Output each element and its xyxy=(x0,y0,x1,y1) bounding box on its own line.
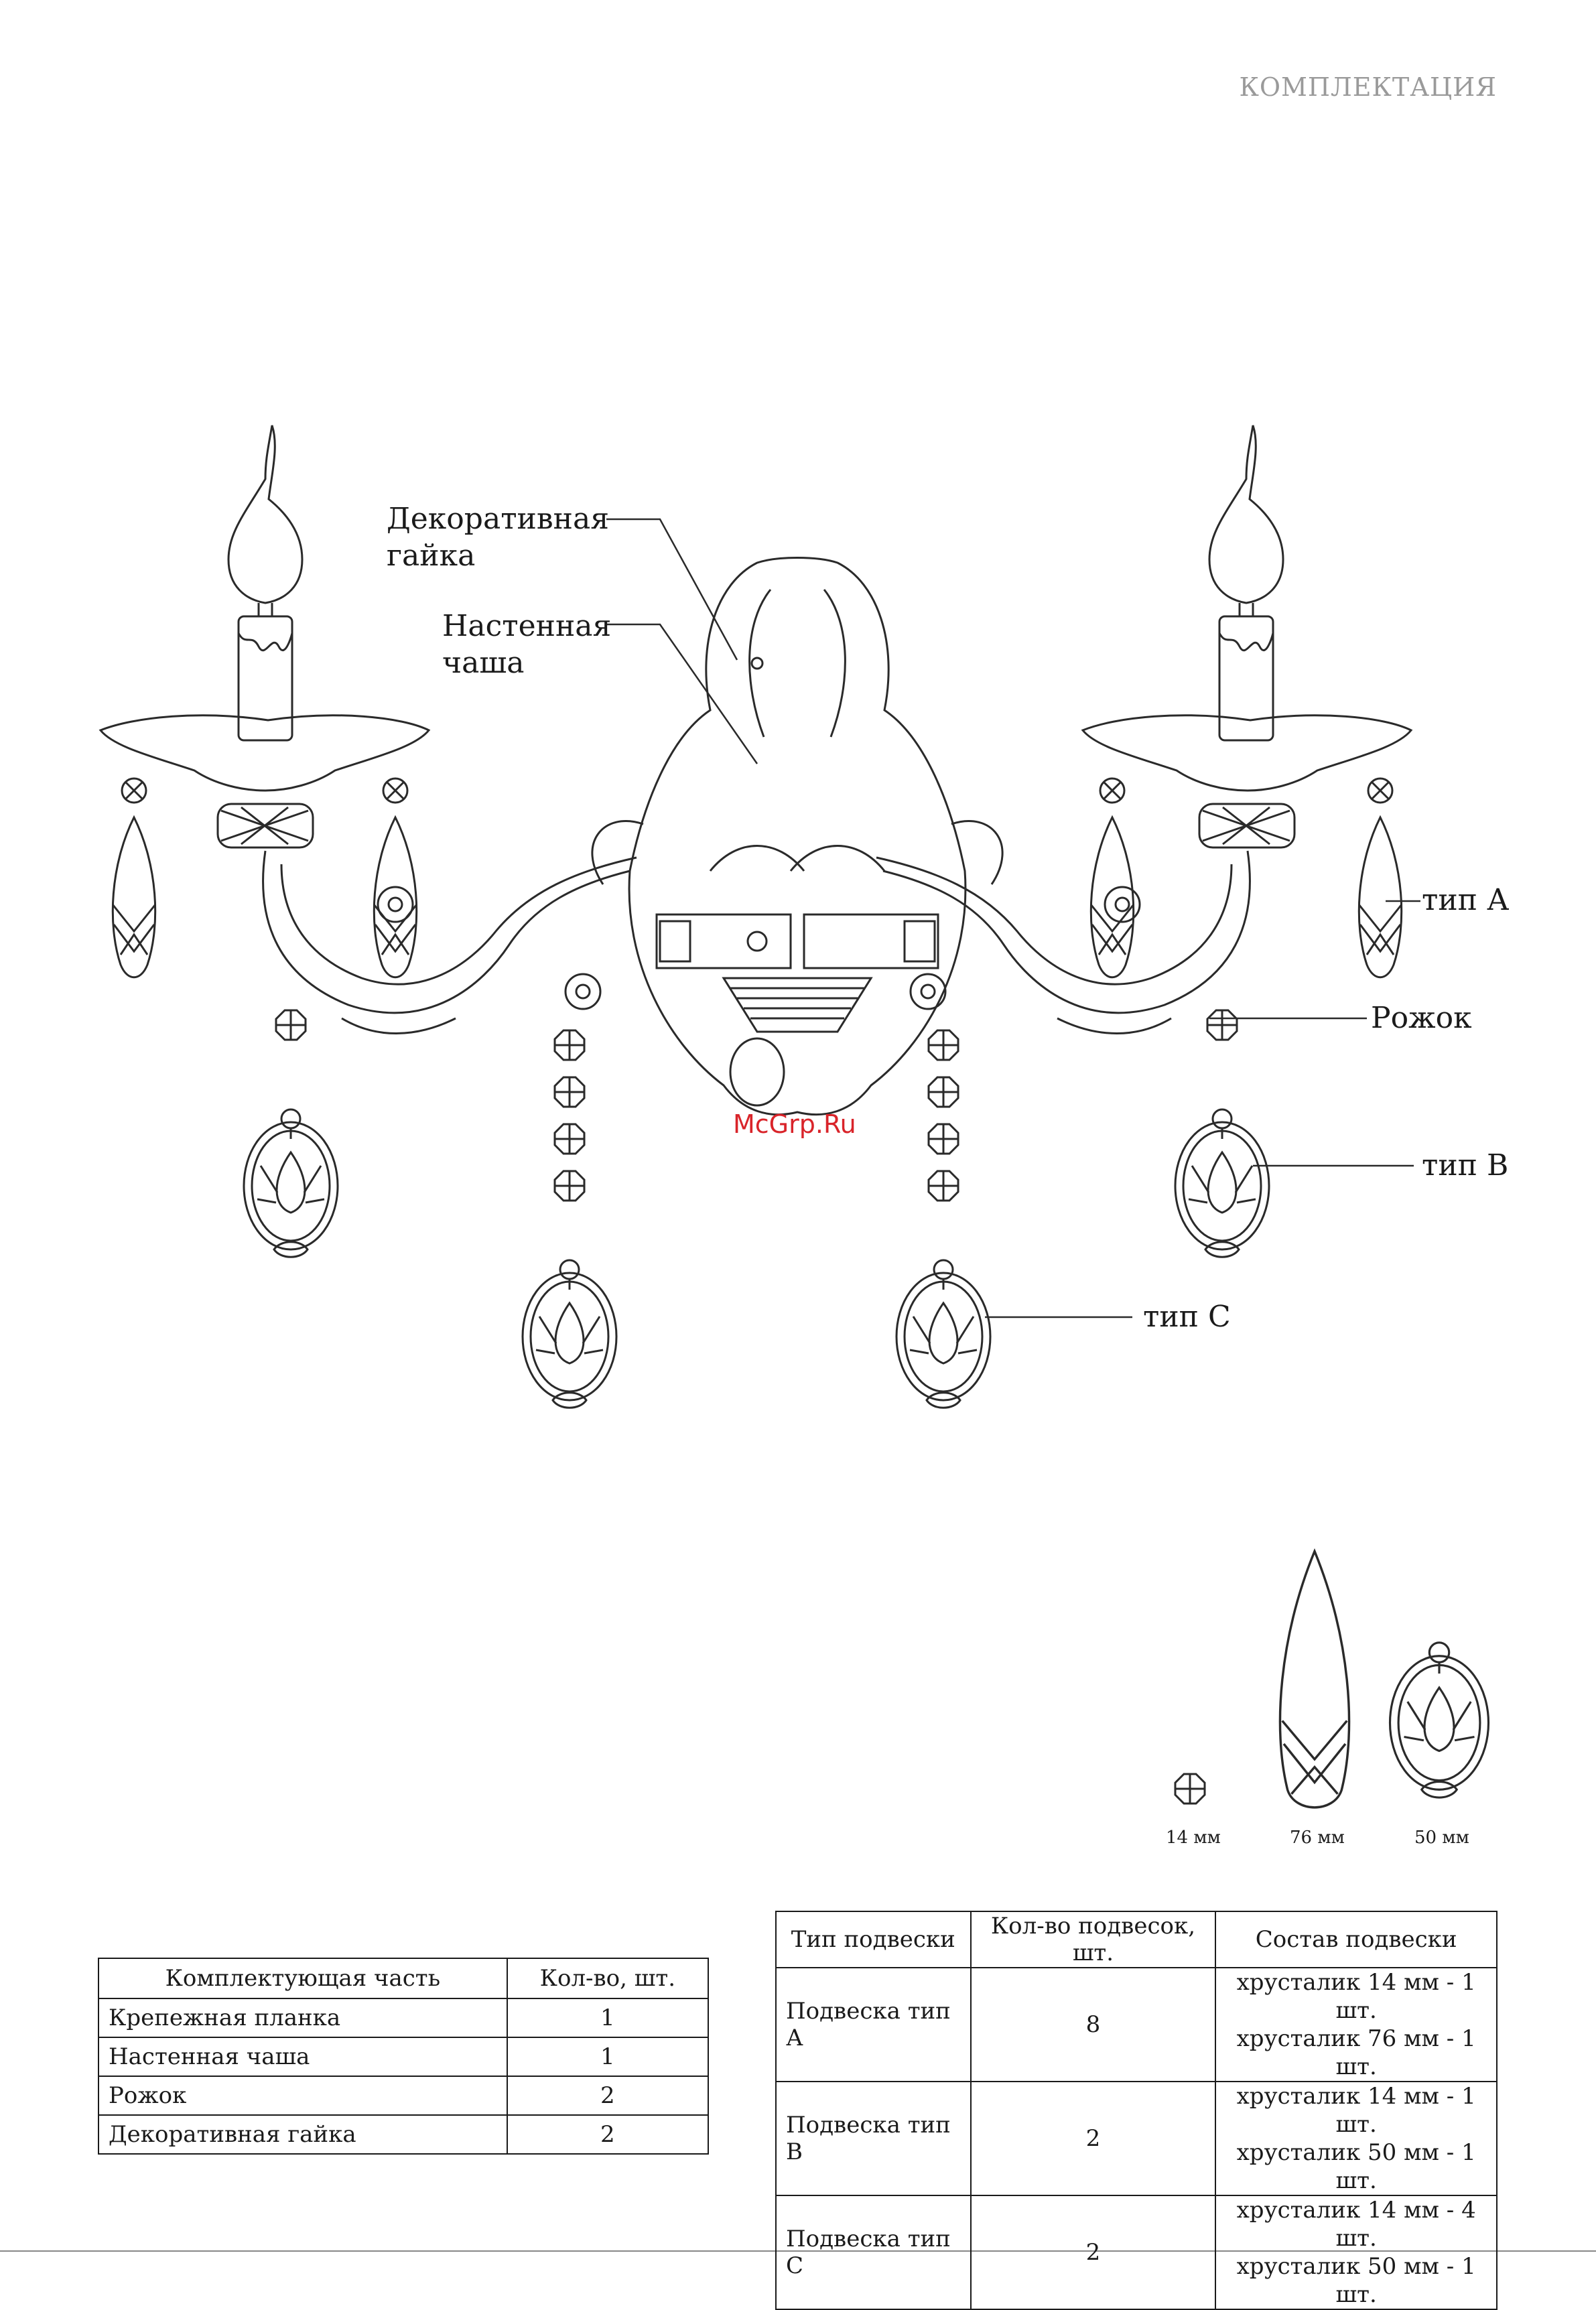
parts-header-part: Комплектующая часть xyxy=(98,1958,508,1999)
hanger-type: Подвеска тип В xyxy=(775,2081,972,2196)
part-qty: 1 xyxy=(506,2037,710,2077)
hanger-type: Подвеска тип А xyxy=(775,1967,972,2082)
part-name: Настенная чаша xyxy=(98,2037,508,2077)
callout-wall-bowl-line1: Настенная xyxy=(442,609,612,643)
hanger-composition: хрусталик 14 мм - 1 шт. хрусталик 76 мм … xyxy=(1215,1967,1498,2082)
callout-wall-bowl: Настенная чаша xyxy=(442,608,611,681)
part-name: Крепежная планка xyxy=(98,1998,508,2038)
callout-arm: Рожок xyxy=(1371,1001,1472,1035)
hanger-composition: хрусталик 14 мм - 1 шт. хрусталик 50 мм … xyxy=(1215,2081,1498,2196)
hanger-count: 8 xyxy=(970,1967,1217,2082)
part-name: Рожок xyxy=(98,2076,508,2116)
composition-line: хрусталик 50 мм - 1 шт. xyxy=(1236,2139,1476,2194)
table-row: Рожок 2 xyxy=(98,2076,710,2116)
parts-table: Комплектующая часть Кол-во, шт. Крепежна… xyxy=(98,1958,710,2155)
section-title: КОМПЛЕКТАЦИЯ xyxy=(1239,72,1497,102)
table-row: Крепежная планка 1 xyxy=(98,1998,710,2038)
callout-type-c: тип С xyxy=(1143,1300,1231,1334)
table-row: Подвеска тип В 2 хрусталик 14 мм - 1 шт.… xyxy=(775,2081,1498,2196)
hangers-header-composition: Состав подвески xyxy=(1215,1911,1498,1968)
crystal-size-14: 14 мм xyxy=(1166,1828,1221,1848)
hangers-table: Тип подвески Кол-во подвесок, шт. Состав… xyxy=(775,1911,1498,2310)
part-name: Декоративная гайка xyxy=(98,2114,508,2155)
callout-decorative-nut: Декоративная гайка xyxy=(387,500,609,574)
composition-line: хрусталик 76 мм - 1 шт. xyxy=(1236,2025,1476,2080)
table-row: Подвеска тип С 2 хрусталик 14 мм - 4 шт.… xyxy=(775,2195,1498,2310)
composition-line: хрусталик 50 мм - 1 шт. xyxy=(1236,2253,1476,2308)
composition-line: хрусталик 14 мм - 4 шт. xyxy=(1236,2197,1476,2252)
callout-wall-bowl-line2: чаша xyxy=(442,646,525,680)
part-qty: 2 xyxy=(506,2076,710,2116)
callout-type-a: тип А xyxy=(1422,883,1510,917)
left-candle xyxy=(227,424,304,742)
hanger-type: Подвеска тип С xyxy=(775,2195,972,2310)
table-header-row: Тип подвески Кол-во подвесок, шт. Состав… xyxy=(775,1911,1498,1968)
hanger-composition: хрусталик 14 мм - 4 шт. хрусталик 50 мм … xyxy=(1215,2195,1498,2310)
table-header-row: Комплектующая часть Кол-во, шт. xyxy=(98,1958,710,1999)
composition-line: хрусталик 14 мм - 1 шт. xyxy=(1236,1969,1476,2024)
part-qty: 2 xyxy=(506,2114,710,2155)
callout-type-b: тип В xyxy=(1422,1148,1509,1182)
crystal-size-76: 76 мм xyxy=(1290,1828,1345,1848)
parts-header-qty: Кол-во, шт. xyxy=(506,1958,710,1999)
hangers-header-type: Тип подвески xyxy=(775,1911,972,1968)
part-qty: 1 xyxy=(506,1998,710,2038)
watermark: McGrp.Ru xyxy=(733,1109,856,1139)
hangers-header-count: Кол-во подвесок, шт. xyxy=(970,1911,1217,1968)
callout-decorative-nut-line2: гайка xyxy=(387,539,476,573)
crystal-size-50: 50 мм xyxy=(1414,1828,1469,1848)
table-row: Настенная чаша 1 xyxy=(98,2037,710,2077)
composition-line: хрусталик 14 мм - 1 шт. xyxy=(1236,2083,1476,2138)
right-candle xyxy=(1208,424,1284,742)
table-row: Подвеска тип А 8 хрусталик 14 мм - 1 шт.… xyxy=(775,1967,1498,2082)
hanger-count: 2 xyxy=(970,2195,1217,2310)
hanger-count: 2 xyxy=(970,2081,1217,2196)
table-row: Декоративная гайка 2 xyxy=(98,2114,710,2155)
callout-decorative-nut-line1: Декоративная xyxy=(387,502,609,536)
